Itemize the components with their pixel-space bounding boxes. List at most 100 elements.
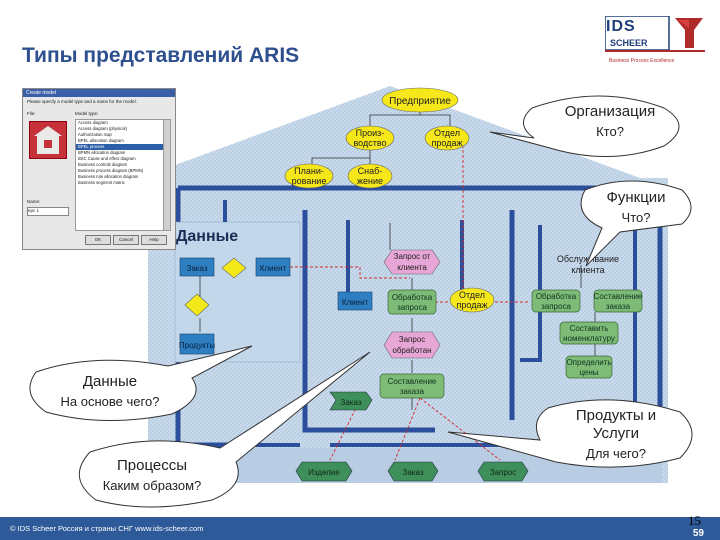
aris-house-icon [29,121,67,159]
function-process-request-right: Обработка запроса [531,289,581,313]
svg-text:Запрос: Запрос [490,468,517,477]
svg-text:Обработка: Обработка [392,293,433,302]
ids-scheer-logo [605,16,705,52]
footer-copyright: © IDS Scheer Россия и страны СНГ www.ids… [10,524,204,533]
svg-text:Отдел: Отдел [459,290,485,300]
slide-footer-bar [0,517,720,540]
svg-text:Определить: Определить [566,358,611,367]
page-number: 15 [688,513,701,528]
list-item[interactable]: Business controls diagram [78,162,128,167]
svg-text:номенклатуру: номенклатуру [563,334,615,343]
svg-text:Кто?: Кто? [596,124,624,139]
data-section-title: Данные [176,228,238,245]
help-button[interactable]: Help [141,235,167,245]
svg-text:Изделие: Изделие [308,468,340,477]
data-node-client-mid: Клиент [337,291,373,311]
svg-text:Клиент: Клиент [342,298,369,307]
output-request: Запрос [477,461,529,482]
create-model-dialog: Create model Please specify a model type… [22,88,176,250]
svg-text:Для чего?: Для чего? [586,446,646,461]
svg-text:Продукты и: Продукты и [576,407,656,424]
svg-text:жение: жение [357,176,383,186]
data-diamond-1 [221,257,247,279]
dialog-file-label: File: [27,111,36,116]
function-customer-service-line1: Обслуживание [557,254,619,264]
svg-text:Заказ: Заказ [187,264,208,273]
output-order: Заказ [387,461,439,482]
svg-text:запроса: запроса [397,303,427,312]
svg-text:Запрос от: Запрос от [394,252,431,261]
slide-title: Типы представлений ARIS [22,44,300,67]
svg-text:Клиент: Клиент [260,264,287,273]
svg-text:Процессы: Процессы [117,457,187,474]
function-process-request-center: Обработка запроса [387,289,437,315]
list-item[interactable]: Business process diagram (BPMN) [78,168,144,173]
svg-text:Организация: Организация [565,103,655,120]
svg-text:Данные: Данные [83,373,137,390]
dialog-model-type-label: Model type: [75,111,99,116]
data-node-order: Заказ [179,257,215,277]
function-order-creation-center: Составление заказа [379,373,445,399]
svg-text:Продукты: Продукты [179,341,215,350]
event-request-processed: Запрос обработан [383,331,441,359]
output-order-event: Заказ [329,391,373,411]
svg-text:Составить: Составить [570,324,609,333]
svg-text:продаж: продаж [457,300,488,310]
svg-text:Отдел: Отдел [434,128,460,138]
output-product: Изделие [295,461,353,482]
svg-text:Составление: Составление [388,377,437,386]
list-item[interactable]: BPMN allocation diagram [78,150,126,155]
function-purchasing-list: Составить номенклатуру [559,321,619,345]
list-item[interactable]: BPEL allocation diagram [78,138,124,143]
svg-text:Обработка: Обработка [536,292,577,301]
svg-text:Плани-: Плани- [294,166,324,176]
logo-sub: SCHEER [610,38,648,48]
svg-text:Предприятие: Предприятие [389,96,451,107]
org-node-sales-mid: Отдел продаж [449,287,495,313]
svg-text:Составление: Составление [594,292,643,301]
list-scrollbar[interactable] [163,119,171,231]
list-item[interactable]: BSC Cause and effect diagram [78,156,136,161]
svg-text:Функции: Функции [606,189,665,206]
org-node-production: Произ- водство [345,125,395,151]
logo-name: IDS [606,18,636,35]
list-item[interactable]: Access diagram (physical) [78,126,127,131]
svg-text:Снаб-: Снаб- [358,166,383,176]
data-node-client-left: Клиент [255,257,291,277]
org-node-enterprise: Предприятие [381,87,459,113]
svg-text:заказа: заказа [606,302,631,311]
svg-text:Заказ: Заказ [341,398,362,407]
callout-data: Данные На основе чего? [29,345,253,421]
slide-number: 59 [692,528,704,539]
svg-text:Услуги: Услуги [593,425,639,442]
svg-text:рование: рование [292,176,327,186]
svg-text:Что?: Что? [622,210,651,225]
list-item[interactable]: Authorization map [78,132,112,137]
callout-products: Продукты и Услуги Для чего? [447,399,693,468]
svg-text:обработан: обработан [392,346,431,355]
data-diamond-2 [184,293,210,317]
svg-text:заказа: заказа [400,387,425,396]
org-node-sales-top: Отдел продаж [424,125,470,151]
svg-text:Каким образом?: Каким образом? [103,478,202,493]
event-client-request: Запрос от клиента [383,249,441,275]
cancel-button[interactable]: Cancel [113,235,139,245]
function-determine-price: Определить цены [565,355,613,379]
model-type-list[interactable]: Access diagram Access diagram (physical)… [75,119,165,231]
svg-text:Произ-: Произ- [356,128,385,138]
dialog-prompt: Please specify a model type and a name f… [27,99,137,104]
svg-text:запроса: запроса [541,302,571,311]
callout-processes: Процессы Каким образом? [78,351,371,508]
dialog-title: Create model [23,89,175,97]
org-node-planning: Плани- рование [284,163,334,189]
callout-functions: Функции Что? [580,180,692,267]
list-item-selected[interactable]: BPEL process [76,144,164,150]
data-node-products: Продукты [179,333,215,355]
ok-button[interactable]: OK [85,235,111,245]
list-item[interactable]: Business rule allocation diagram [78,174,139,179]
model-name-input[interactable]: epc 1 [27,207,69,216]
logo-tagline: Business Process Excellence [609,58,675,64]
list-item[interactable]: Access diagram [78,120,108,125]
list-item[interactable]: Business segment matrix [78,180,125,185]
svg-text:клиента: клиента [397,263,427,272]
